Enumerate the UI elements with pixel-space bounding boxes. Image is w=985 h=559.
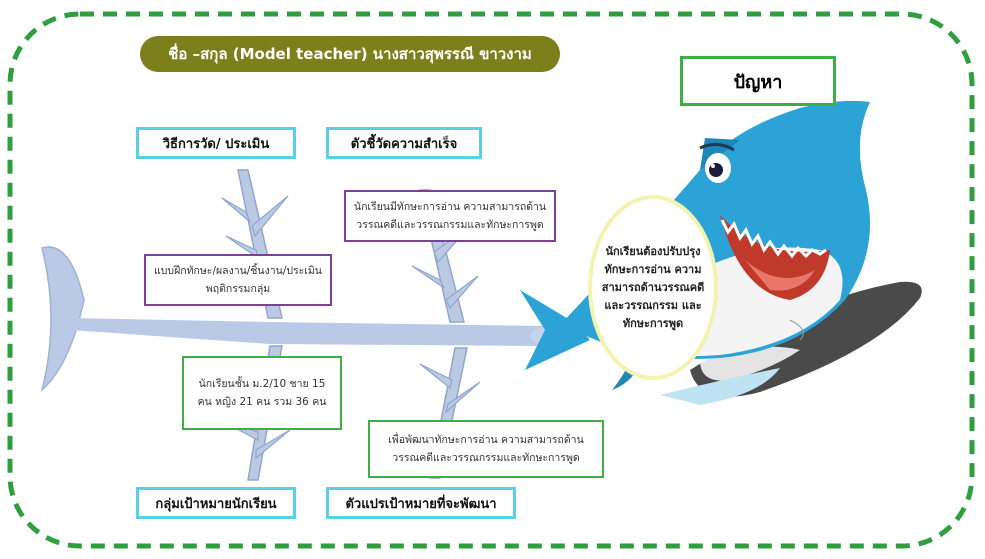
- page-title: ชื่อ –สกุล (Model teacher) นางสาวสุพรรณี…: [140, 36, 560, 72]
- fin-4b: [444, 381, 481, 414]
- shark-tail: [520, 290, 590, 370]
- fin-3d: [255, 429, 291, 460]
- problem-statement: นักเรียนต้องปรับปรุงทักษะการอ่าน ความสาม…: [588, 195, 718, 380]
- category-assessment: วิธีการวัด/ ประเมิน: [136, 127, 296, 159]
- category-indicator: ตัวชี้วัดความสำเร็จ: [326, 127, 482, 159]
- problem-label: ปัญหา: [680, 56, 836, 106]
- detail-target-group: นักเรียนชั้น ม.2/10 ชาย 15 คน หญิง 21 คน…: [182, 356, 342, 430]
- shark-eyebrow: [699, 143, 735, 152]
- shark-teeth: [720, 219, 827, 259]
- dashed-frame: [7, 11, 975, 549]
- fin-4a: [419, 363, 453, 390]
- fin-2d: [445, 275, 479, 310]
- category-target-variable: ตัวแปรเป้าหมายที่จะพัฒนา: [326, 487, 516, 519]
- shark-tongue: [745, 260, 815, 291]
- leash: [789, 319, 804, 341]
- fin-1a: [221, 197, 251, 223]
- detail-indicator: นักเรียนมีทักษะการอ่าน ความสามารถด้านวรร…: [344, 190, 556, 242]
- detail-assessment: แบบฝึกทักษะ/ผลงาน/ชิ้นงาน/ประเมินพฤติกรร…: [144, 254, 332, 306]
- shark-illustration-icon: [520, 100, 922, 405]
- fish-spine: [70, 318, 580, 346]
- detail-target-variable: เพื่อพัฒนาทักษะการอ่าน ความสามารถด้านวรร…: [368, 420, 604, 478]
- fish-tail: [40, 246, 85, 393]
- shark-eye-shine: [711, 164, 715, 168]
- fin-1b: [251, 195, 289, 238]
- shark-pupil: [709, 163, 723, 177]
- fin-2c: [411, 265, 445, 289]
- water-splash: [660, 368, 780, 405]
- category-target-group: กลุ่มเป้าหมายนักเรียน: [136, 487, 296, 519]
